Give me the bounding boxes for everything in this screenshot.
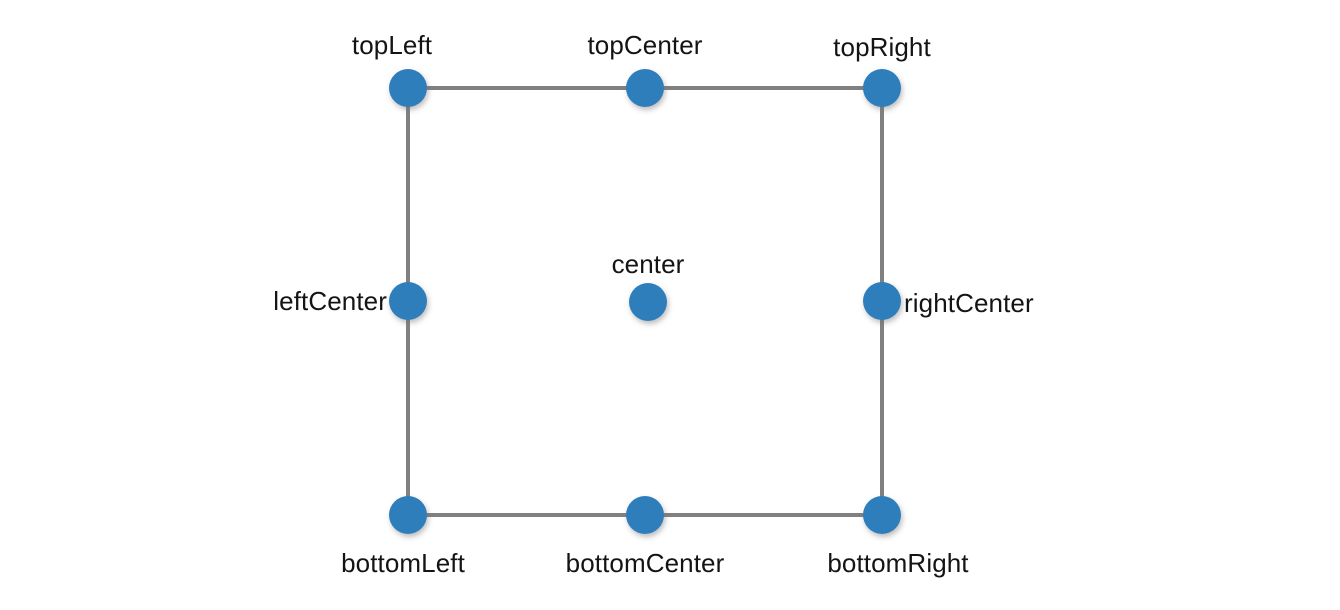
node-label-bottomCenter: bottomCenter [565, 548, 725, 578]
graph-node-bottomCenter[interactable] [626, 496, 664, 534]
node-label-bottomLeft: bottomLeft [341, 548, 465, 578]
graph-node-rightCenter[interactable] [863, 282, 901, 320]
graph-node-bottomLeft[interactable] [389, 496, 427, 534]
graph-node-topLeft[interactable] [389, 69, 427, 107]
graph-node-center[interactable] [629, 283, 667, 321]
node-label-topLeft: topLeft [351, 30, 433, 60]
node-label-rightCenter: rightCenter [904, 288, 1034, 318]
graph-node-topRight[interactable] [863, 69, 901, 107]
graph-node-leftCenter[interactable] [389, 282, 427, 320]
node-label-center: center [611, 249, 685, 279]
graph-node-bottomRight[interactable] [863, 496, 901, 534]
node-label-topRight: topRight [833, 32, 931, 62]
graph-node-topCenter[interactable] [626, 69, 664, 107]
node-label-topCenter: topCenter [587, 30, 703, 60]
edges-group [406, 86, 884, 517]
node-label-leftCenter: leftCenter [273, 286, 387, 316]
nodes-group [389, 69, 901, 534]
node-label-bottomRight: bottomRight [827, 548, 969, 578]
